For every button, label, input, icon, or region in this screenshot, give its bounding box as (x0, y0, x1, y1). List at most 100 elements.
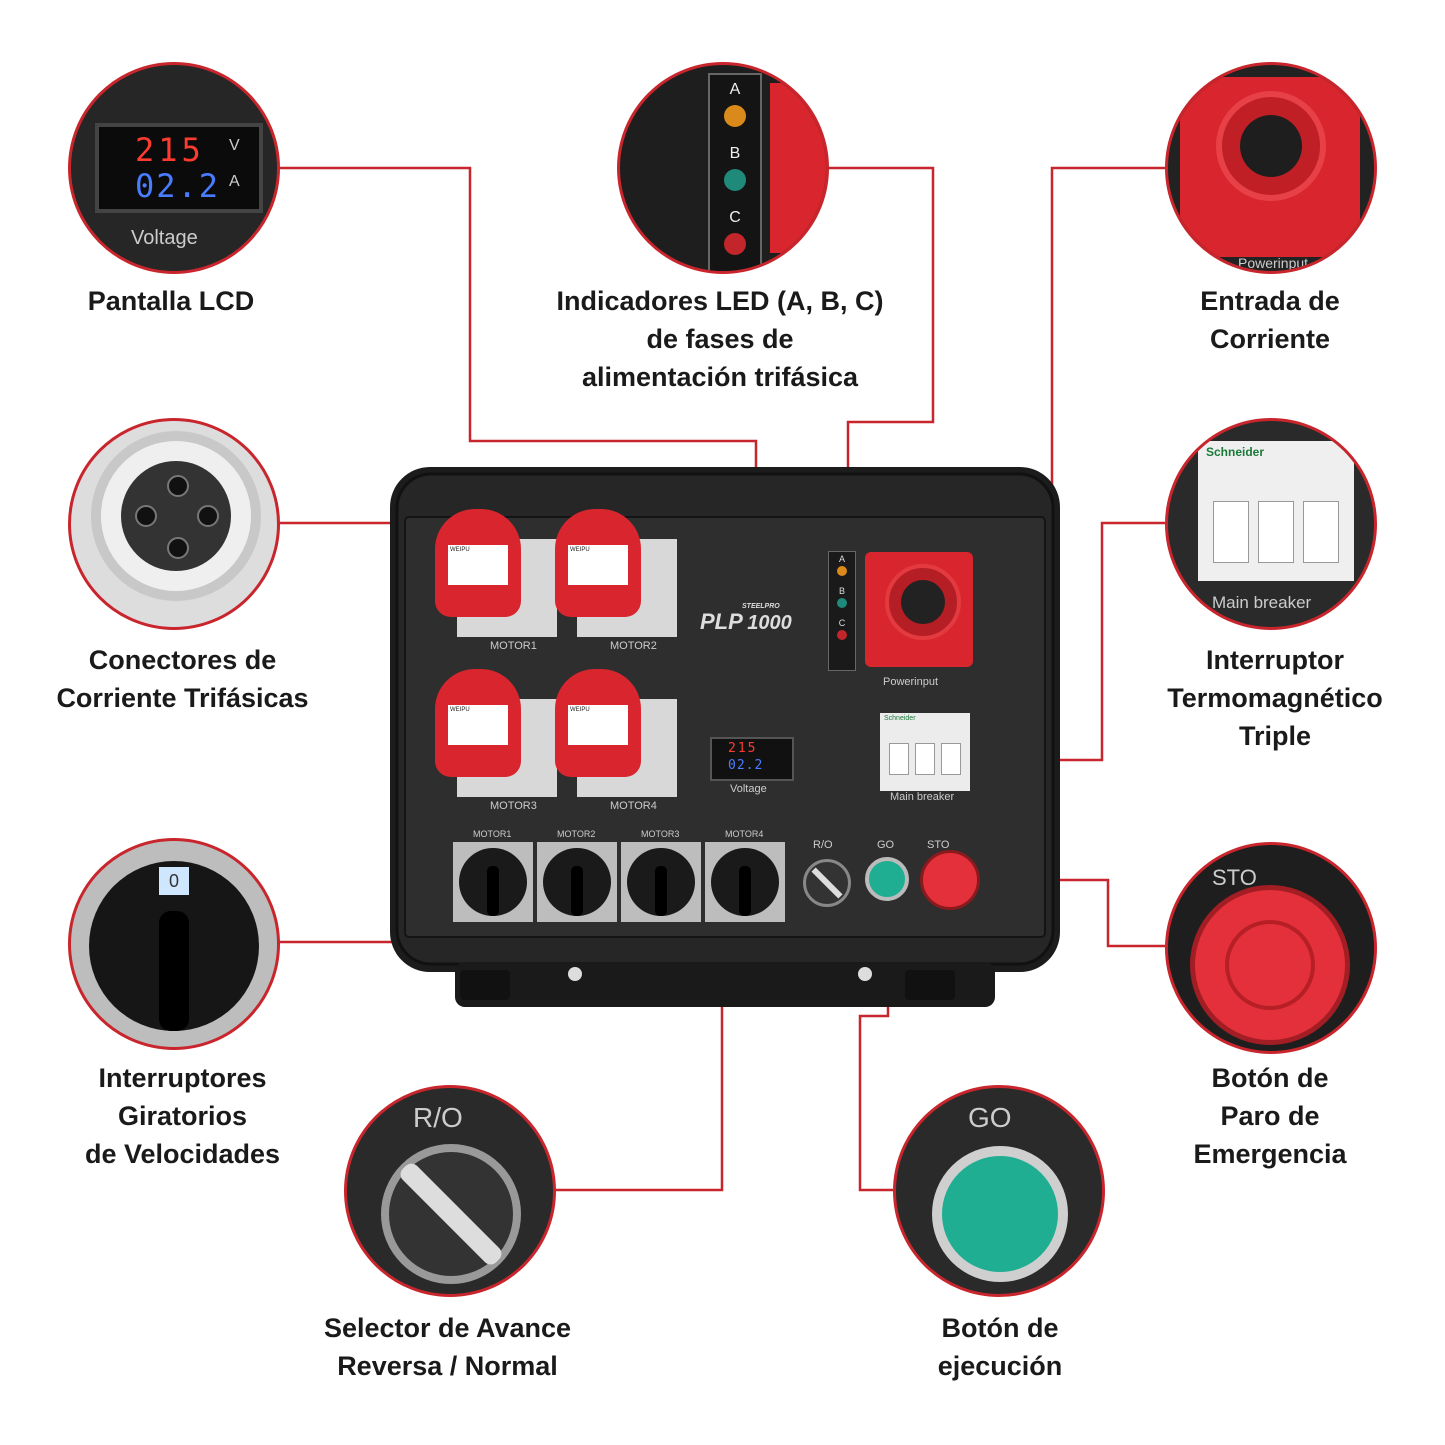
brand-name: PLP (700, 609, 743, 634)
led-zoom-a: A (729, 81, 741, 98)
entrada-zoom-face (1216, 91, 1326, 201)
giratorios-zoom-handle-icon (159, 911, 189, 1031)
label-interruptor-line-1: Interruptor (1206, 645, 1344, 675)
socket-label-4: MOTOR4 (610, 800, 657, 812)
label-selector-line-1: Selector de Avance (323, 1313, 572, 1343)
pin-bottom-icon (167, 537, 189, 559)
plug-core (901, 580, 945, 624)
ro-selector[interactable] (803, 859, 851, 907)
paro-zoom-caption: STO (1212, 865, 1257, 890)
plug-face (885, 564, 961, 640)
label-led-line-1: Indicadores LED (A, B, C) (556, 286, 884, 316)
emergency-stop-button[interactable] (920, 850, 980, 910)
conectores-zoom-body (91, 431, 261, 601)
socket-label-1: MOTOR1 (490, 640, 537, 652)
breaker-lever-1[interactable] (889, 743, 909, 775)
rotary-switch-3[interactable] (621, 842, 701, 922)
main-breaker-label: Main breaker (890, 791, 955, 803)
label-entrada-line-1: Entrada de (1200, 286, 1340, 316)
breaker-levers (886, 743, 964, 775)
go-zoom-caption: GO (968, 1102, 1012, 1133)
go-button[interactable] (865, 857, 909, 901)
socket-sticker-2: WEIPU (568, 545, 628, 585)
lcd-display: 215 02.2 (710, 737, 794, 781)
led-zoom-strip: A B C (708, 73, 762, 271)
giratorios-zoom-position: 0 (159, 867, 189, 895)
paro-zoom: STO (1165, 842, 1377, 1054)
ro-zoom-knob (381, 1144, 521, 1284)
led-zoom-b: B (729, 145, 741, 162)
led-zoom-c-icon (724, 233, 746, 255)
stop-label: STO (927, 839, 950, 851)
led-b-icon (837, 598, 847, 608)
rotary-label-2: MOTOR2 (557, 829, 596, 839)
label-paro: Botón de Paro de Emergencia (1140, 1059, 1400, 1173)
rotary-handle-icon (487, 866, 499, 916)
pin-top-icon (167, 475, 189, 497)
breaker-zoom-lever-3 (1303, 501, 1340, 563)
rotary-switch-4[interactable] (705, 842, 785, 922)
rotary-knob-icon (459, 848, 527, 916)
led-b-label: B (838, 586, 845, 596)
ro-zoom: R/O (344, 1085, 556, 1297)
pin-right-icon (197, 505, 219, 527)
label-interruptor-line-3: Triple (1238, 721, 1312, 751)
rotary-switch-2[interactable] (537, 842, 617, 922)
power-input-plug (865, 552, 973, 667)
entrada-zoom-caption: Powerinput (1238, 255, 1309, 271)
label-conectores: Conectores de Corriente Trifásicas (20, 641, 345, 717)
paro-zoom-button (1190, 885, 1350, 1045)
giratorios-zoom-knob: 0 (89, 861, 259, 1031)
lcd-amps: 02.2 (728, 758, 764, 773)
lcd-volts: 215 (728, 741, 758, 756)
rotary-switch-1[interactable] (453, 842, 533, 922)
rotary-knob-icon (627, 848, 695, 916)
label-selector: Selector de Avance Reversa / Normal (290, 1309, 605, 1385)
lcd-zoom-volts: 215 (135, 131, 205, 169)
label-paro-line-2: Paro de (1220, 1101, 1320, 1131)
voltage-label: Voltage (730, 783, 767, 795)
rotary-handle-icon (739, 866, 751, 916)
socket-sticker-4: WEIPU (568, 705, 628, 745)
breaker-zoom-lever-1 (1212, 501, 1249, 563)
go-zoom-button (932, 1146, 1068, 1282)
breaker-zoom-levers (1208, 501, 1344, 563)
label-giratorios-line-3: de Velocidades (84, 1139, 281, 1169)
led-zoom-socket (770, 83, 826, 253)
rotary-knob-icon (543, 848, 611, 916)
breaker-lever-2[interactable] (915, 743, 935, 775)
socket-label-2: MOTOR2 (610, 640, 657, 652)
rotary-label-1: MOTOR1 (473, 829, 512, 839)
brand-model: 1000 (747, 612, 792, 634)
rotary-handle-icon (655, 866, 667, 916)
go-zoom: GO (893, 1085, 1105, 1297)
label-interruptor-line-2: Termomagnético (1167, 683, 1383, 713)
rotary-handle-icon (571, 866, 583, 916)
lcd-zoom: 215 V 02.2 A Voltage (68, 62, 280, 274)
ro-slot-icon (811, 867, 843, 899)
label-ejecucion-line-1: Botón de (941, 1313, 1059, 1343)
lcd-zoom-caption: Voltage (131, 227, 198, 249)
label-selector-line-2: Reversa / Normal (337, 1351, 558, 1381)
breaker-zoom-brand: Schneider (1206, 445, 1265, 459)
main-breaker: Schneider (880, 713, 970, 791)
giratorios-zoom: 0 (68, 838, 280, 1050)
socket-sticker-3: WEIPU (448, 705, 508, 745)
breaker-zoom: Schneider Main breaker (1165, 418, 1377, 630)
lcd-zoom-amps: 02.2 (135, 167, 221, 205)
led-indicators: A B C (828, 551, 856, 671)
rotary-label-3: MOTOR3 (641, 829, 680, 839)
entrada-zoom: Powerinput (1165, 62, 1377, 274)
breaker-lever-3[interactable] (941, 743, 961, 775)
entrada-zoom-core (1240, 115, 1302, 177)
label-led: Indicadores LED (A, B, C) de fases de al… (490, 282, 950, 396)
rotary-label-4: MOTOR4 (725, 829, 764, 839)
label-giratorios: Interruptores Giratorios de Velocidades (40, 1059, 325, 1173)
ro-zoom-slot-icon (397, 1160, 505, 1268)
rotary-knob-icon (711, 848, 779, 916)
pin-left-icon (135, 505, 157, 527)
brand-sub: STEELPRO (742, 603, 780, 610)
ro-zoom-caption: R/O (413, 1102, 463, 1133)
breaker-zoom-caption: Main breaker (1212, 593, 1312, 612)
